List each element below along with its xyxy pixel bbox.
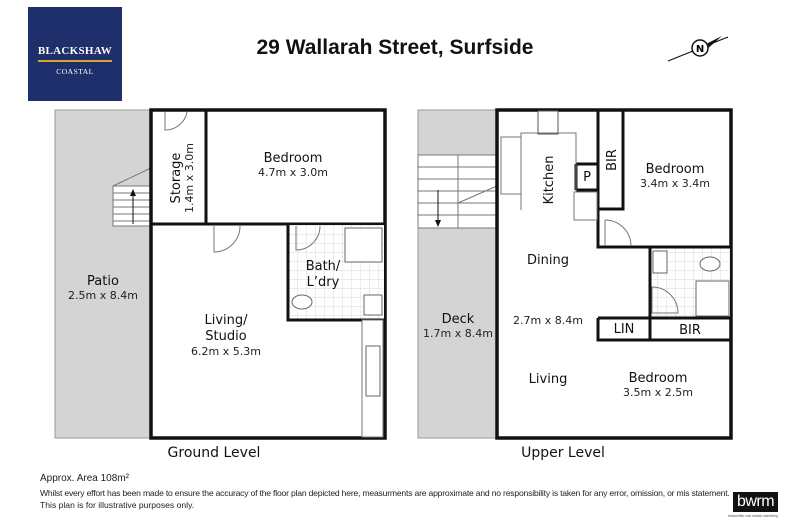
ground-bedroom-size: 4.7m x 3.0m bbox=[258, 166, 328, 179]
upper-bedroom2-label: Bedroom bbox=[629, 371, 688, 386]
door-storage-icon bbox=[164, 111, 188, 131]
door-bedroom-icon bbox=[604, 219, 632, 247]
logo-rule bbox=[38, 60, 112, 62]
dining-label: Dining bbox=[527, 253, 569, 268]
storage-size: 1.4m x 3.0m bbox=[183, 143, 196, 213]
upper-bedroom2-size: 3.5m x 2.5m bbox=[623, 386, 693, 399]
compass-letter: N bbox=[696, 44, 704, 55]
bath-label-2: L’dry bbox=[307, 275, 340, 290]
disclaimer-line-1: Whilst every effort has been made to ens… bbox=[40, 488, 730, 498]
shower-icon bbox=[344, 227, 383, 263]
patio-label: Patio bbox=[87, 274, 119, 289]
vanity-icon bbox=[652, 250, 668, 274]
stairs-icon bbox=[417, 154, 498, 229]
bwrm-logo-sub: blackwhite real estate marketing bbox=[728, 514, 778, 518]
area-text: Approx. Area 108m² bbox=[40, 473, 129, 484]
logo-brand: BLACKSHAW bbox=[37, 45, 113, 57]
laundry-sink-icon bbox=[363, 294, 383, 316]
fridge-icon bbox=[573, 191, 598, 221]
upper-level-label: Upper Level bbox=[521, 445, 605, 461]
living-label: Living bbox=[529, 372, 568, 387]
north-compass-icon: N bbox=[667, 36, 729, 62]
ground-level-plan: Patio 2.5m x 8.4m Storage 1.4m x 3.0m Be… bbox=[54, 108, 387, 461]
door-ensuite-icon bbox=[651, 286, 679, 314]
living-dining-size: 2.7m x 8.4m bbox=[513, 314, 583, 327]
toilet-icon bbox=[291, 294, 313, 310]
ground-level-label: Ground Level bbox=[168, 445, 261, 461]
bir-label-1: BIR bbox=[605, 149, 620, 171]
stairs-icon bbox=[112, 167, 152, 227]
upper-bedroom1-size: 3.4m x 3.4m bbox=[640, 177, 710, 190]
door-bath-icon bbox=[295, 225, 321, 251]
agency-logo: BLACKSHAW COASTAL bbox=[28, 7, 122, 101]
bir-label-2: BIR bbox=[679, 323, 701, 338]
page-title: 29 Wallarah Street, Surfside bbox=[256, 36, 534, 59]
living-studio-label-1: Living/ bbox=[204, 313, 248, 328]
bath-label-1: Bath/ bbox=[306, 259, 341, 274]
toilet-icon bbox=[699, 256, 721, 272]
door-living-icon bbox=[213, 225, 241, 253]
shower-icon bbox=[695, 280, 730, 317]
cooktop-icon bbox=[537, 110, 559, 135]
living-studio-size: 6.2m x 5.3m bbox=[191, 345, 261, 358]
upper-level-plan: Deck 1.7m x 8.4m Kitchen P BIR Bedroom 3… bbox=[417, 108, 733, 461]
patio-area bbox=[54, 109, 152, 439]
kitchen-sink-icon bbox=[500, 136, 522, 195]
lin-label: LIN bbox=[614, 322, 635, 337]
patio-size: 2.5m x 8.4m bbox=[68, 289, 138, 302]
deck-size: 1.7m x 8.4m bbox=[423, 327, 493, 340]
sink-icon bbox=[365, 345, 381, 397]
kitchen-label: Kitchen bbox=[542, 156, 557, 205]
ground-bedroom-label: Bedroom bbox=[264, 151, 323, 166]
disclaimer-line-2: This plan is for illustrative purposes o… bbox=[40, 500, 195, 510]
living-studio-label-2: Studio bbox=[205, 329, 246, 344]
bwrm-logo: bwrm bbox=[733, 492, 778, 512]
pantry-label: P bbox=[583, 170, 591, 185]
storage-label: Storage bbox=[169, 153, 184, 204]
upper-bedroom1-label: Bedroom bbox=[646, 162, 705, 177]
deck-label: Deck bbox=[442, 312, 475, 327]
logo-sub: COASTAL bbox=[56, 67, 94, 76]
